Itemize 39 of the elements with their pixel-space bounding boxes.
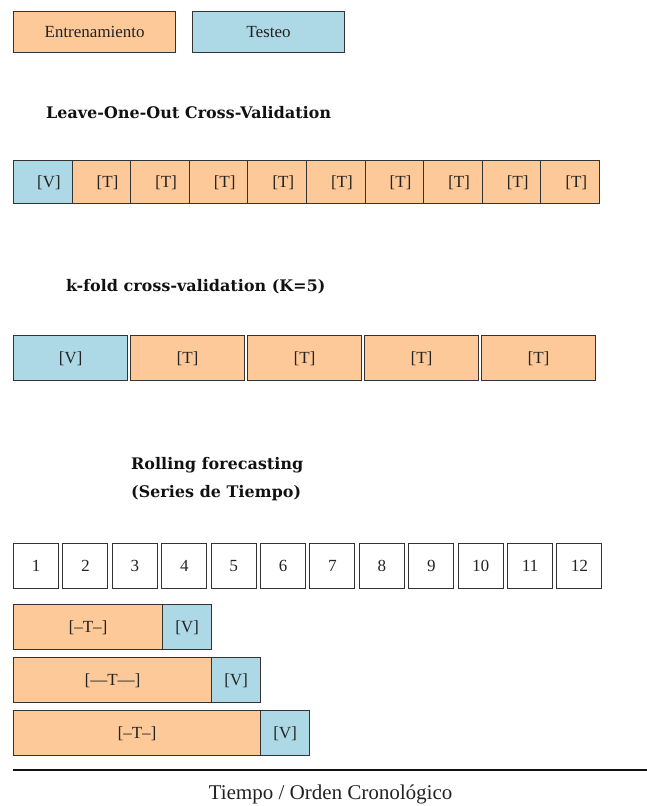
training-segment: [T] (540, 160, 600, 204)
training-segment: [T] (188, 160, 248, 204)
section-heading: Rolling forecasting (Series de Tiempo) (131, 453, 304, 503)
training-segment: [T] (130, 160, 190, 204)
time-step-box: 12 (556, 543, 602, 589)
time-step-box: 11 (507, 543, 553, 589)
section-heading: k-fold cross-validation (K=5) (66, 275, 326, 297)
legend-swatch: Testeo (192, 11, 345, 53)
training-segment: [T] (364, 160, 424, 204)
training-segment: [T] (481, 335, 596, 381)
validation-segment: [V] (162, 604, 212, 650)
time-step-box: 9 (408, 543, 454, 589)
time-step-box: 5 (210, 543, 257, 589)
time-step-box: 6 (260, 543, 306, 589)
training-segment: [T] (423, 160, 483, 204)
validation-segment: [V] (13, 160, 73, 204)
training-segment: [T] (306, 160, 366, 204)
axis-label: Tiempo / Orden Cronológico (208, 780, 454, 805)
time-step-box: 8 (358, 543, 405, 589)
training-segment: [–T–] (13, 710, 261, 756)
time-step-box: 7 (309, 543, 356, 589)
training-segment: [T] (247, 160, 307, 204)
validation-segment: [V] (13, 335, 128, 381)
validation-segment: [V] (260, 710, 310, 756)
time-step-box: 10 (458, 543, 504, 589)
section-heading: Leave-One-Out Cross-Validation (46, 102, 331, 124)
training-segment: [T] (364, 335, 479, 381)
validation-segment: [V] (211, 657, 261, 703)
training-segment: [T] (130, 335, 245, 381)
training-segment: [T] (72, 160, 132, 204)
time-step-box: 2 (62, 543, 108, 589)
training-segment: [T] (482, 160, 542, 204)
training-segment: [–T–] (13, 604, 163, 650)
time-step-box: 3 (112, 543, 158, 589)
training-segment: [T] (247, 335, 362, 381)
time-step-box: 4 (161, 543, 208, 589)
legend-swatch: Entrenamiento (13, 11, 176, 53)
training-segment: [—T—] (13, 657, 212, 703)
time-step-box: 1 (13, 543, 59, 589)
